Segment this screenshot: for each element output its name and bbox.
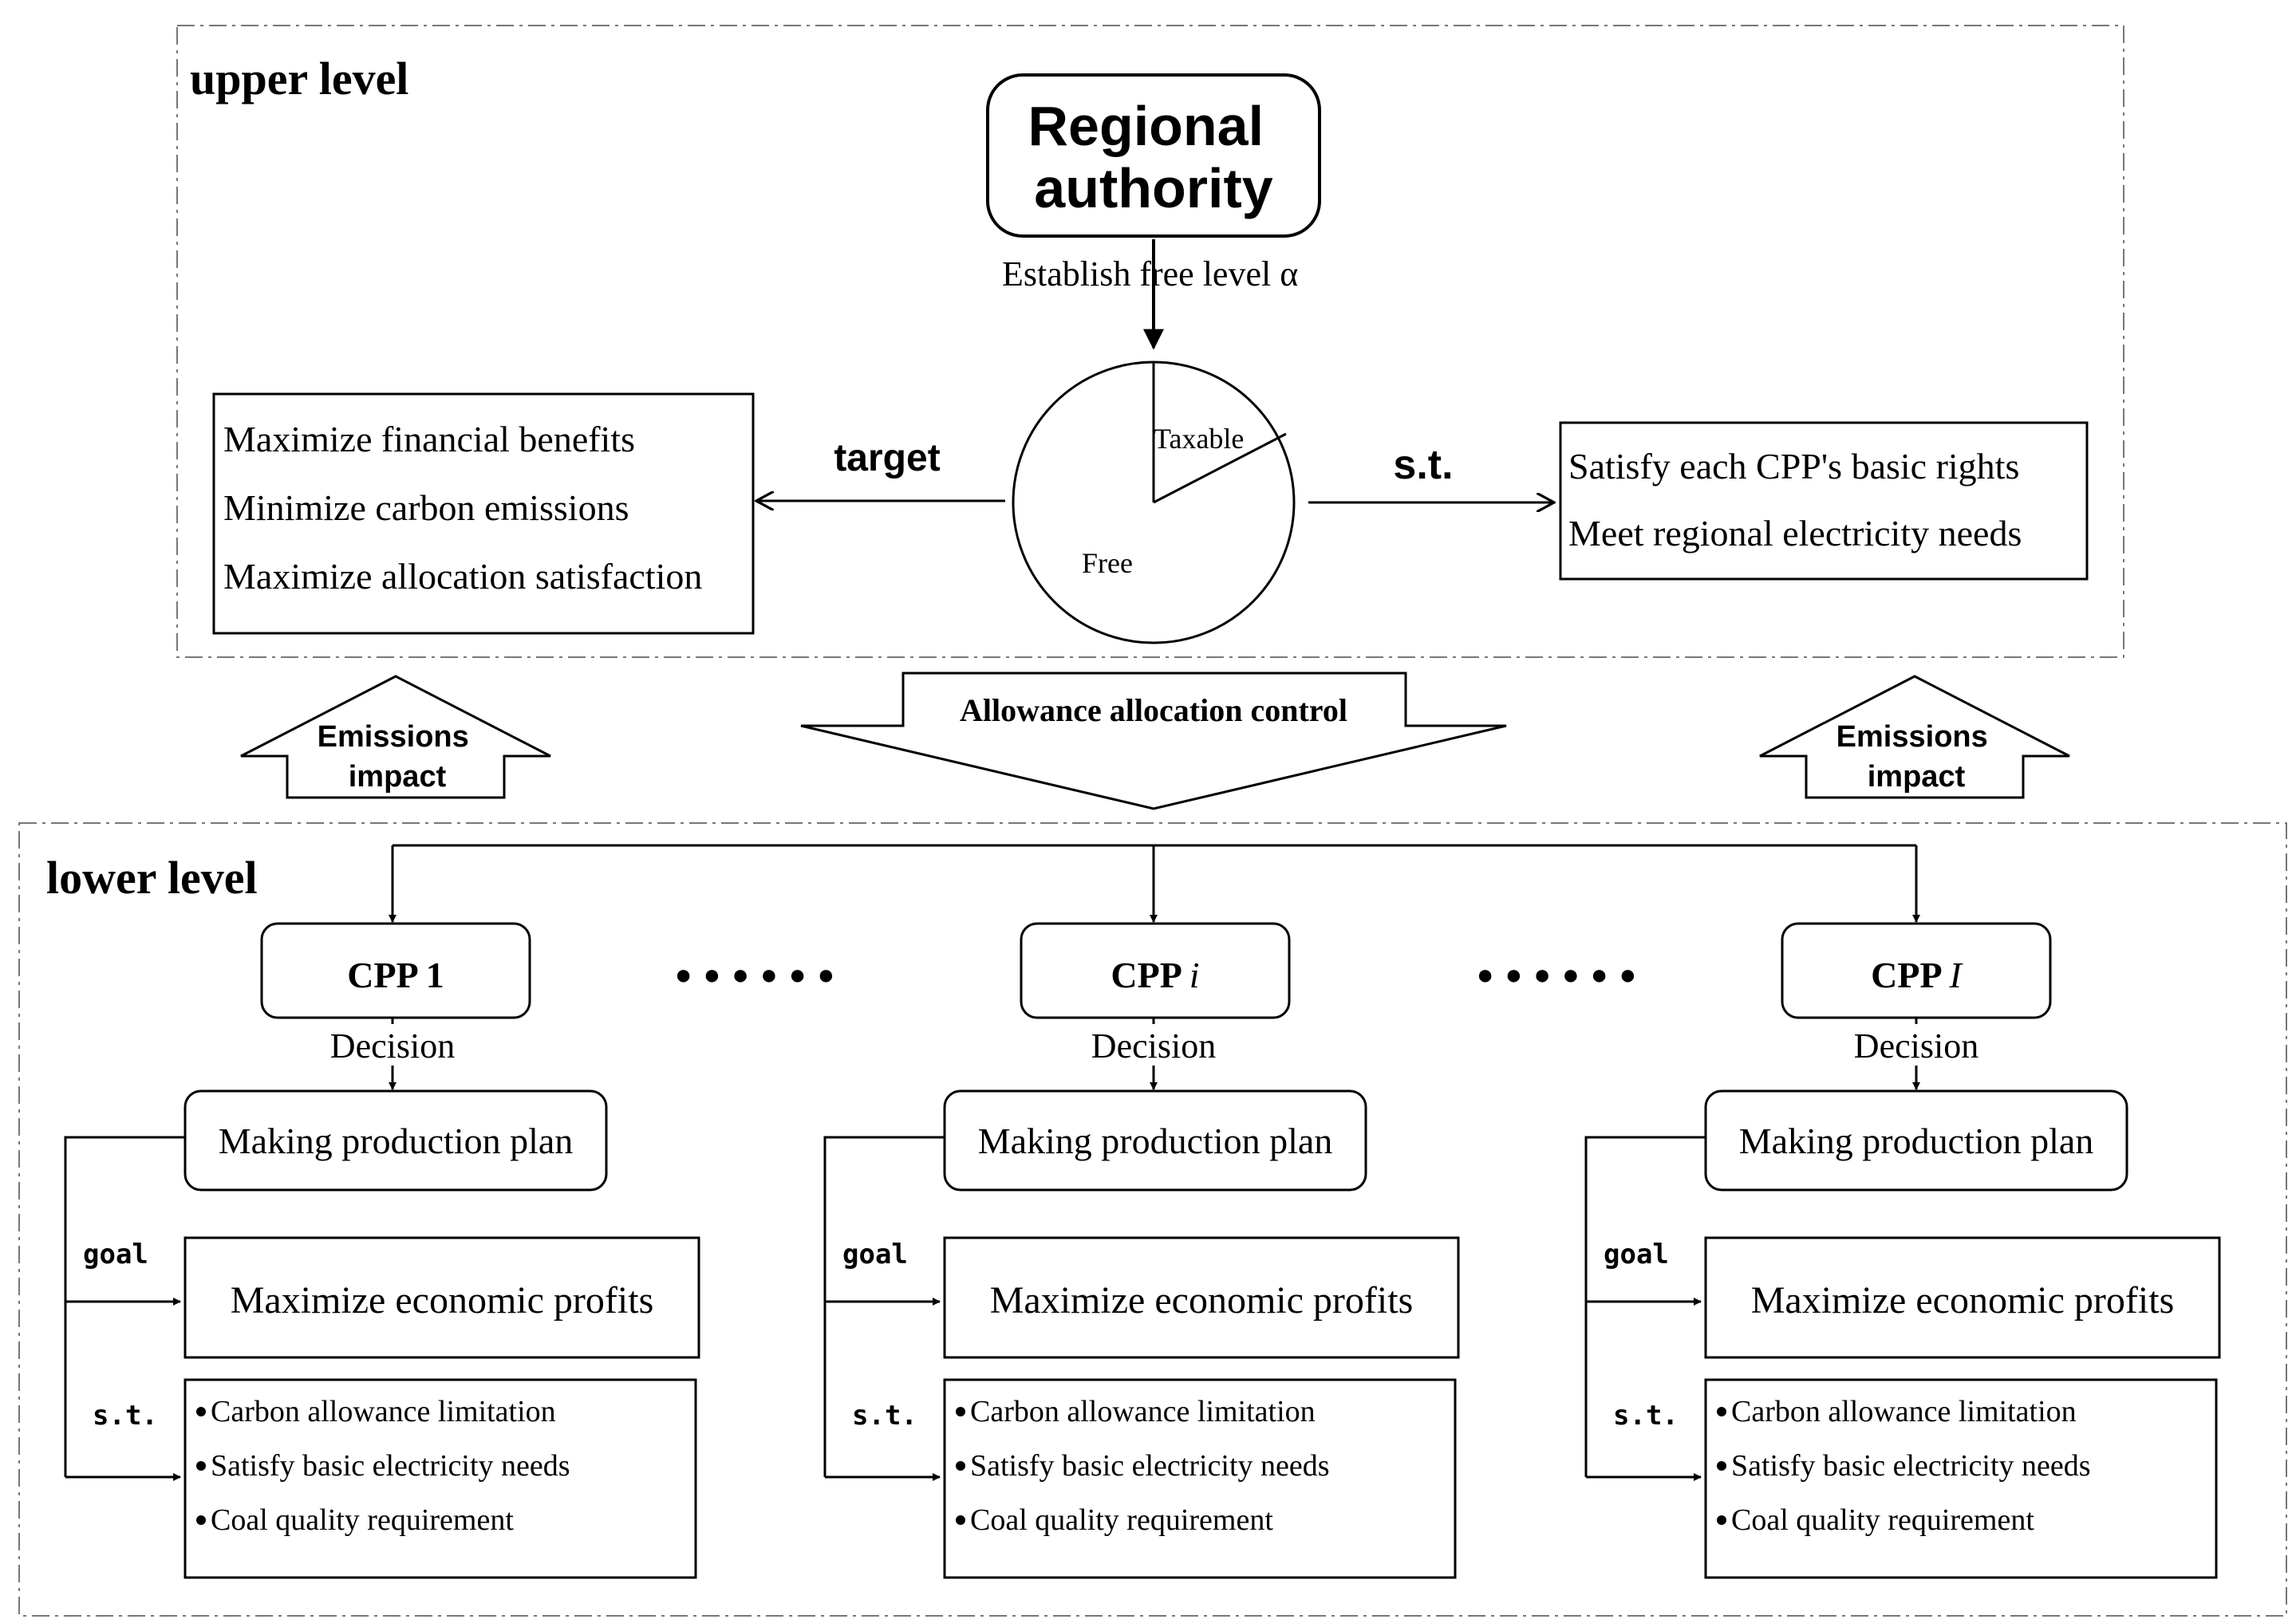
constraint-item: Coal quality requirement [970, 1503, 1273, 1537]
lower-level-region [18, 822, 2287, 1617]
cpp-title: CPP I [1871, 955, 1963, 995]
ellipsis-dots-right: ● ● ● ● ● ● [1477, 958, 1638, 991]
production-plan-label: Making production plan [219, 1121, 574, 1161]
constraint-item: Satisfy basic electricity needs [970, 1449, 1330, 1483]
bullet [956, 1407, 965, 1416]
emissions-impact-right-label: Emissions impact [1836, 720, 1997, 794]
lower-level-label: lower level [46, 852, 258, 904]
emissions-left-line2: impact [349, 760, 447, 794]
cpp-box [1020, 922, 1291, 1019]
goal-label: goal [83, 1239, 148, 1270]
emissions-impact-arrow-left [240, 675, 551, 799]
target-objective-2: Minimize carbon emissions [223, 487, 629, 528]
constraint-item: Carbon allowance limitation [211, 1395, 556, 1428]
production-plan-box [183, 1089, 608, 1192]
cpp-name: CPP [1111, 955, 1181, 995]
establish-free-level-label: Establish free level α [1002, 254, 1298, 293]
cpp-index: i [1189, 955, 1200, 995]
cpp-title: CPP i [1111, 955, 1199, 995]
cpp-column-I: CPP I Decision Making production plan go… [1584, 922, 2221, 1579]
cpp-column-i: CPP i Decision Making production plan go… [823, 922, 1460, 1579]
upper-constraint-2: Meet regional electricity needs [1568, 513, 2022, 553]
cpp-index: I [1949, 955, 1964, 995]
emissions-left-line1: Emissions [318, 720, 469, 754]
upper-st-label: s.t. [1393, 442, 1453, 488]
constraint-item: Coal quality requirement [1731, 1503, 2034, 1537]
cpp-name: CPP [347, 955, 417, 995]
production-plan-box [943, 1089, 1367, 1192]
goal-box [1704, 1236, 2221, 1359]
emissions-right-line1: Emissions [1836, 720, 1988, 754]
branch-connector [64, 1136, 185, 1477]
bullet [956, 1461, 965, 1471]
emissions-impact-arrow-right [1759, 675, 2070, 799]
target-objective-3: Maximize allocation satisfaction [223, 556, 702, 597]
bullet [956, 1515, 965, 1525]
decision-label: Decision [1091, 1026, 1216, 1066]
upper-constraints-box [1559, 421, 2089, 581]
goal-box [943, 1236, 1460, 1359]
cpp-name: CPP [1871, 955, 1941, 995]
decision-label-bg [1833, 1024, 1999, 1066]
st-label: s.t. [852, 1400, 917, 1432]
goal-box [183, 1236, 700, 1359]
cpp-index: 1 [426, 955, 444, 995]
emissions-right-line2: impact [1868, 760, 1966, 794]
upper-level-region [176, 25, 2124, 658]
emissions-impact-left-label: Emissions impact [318, 720, 478, 794]
constraint-item: Coal quality requirement [211, 1503, 514, 1537]
constraint-item: Carbon allowance limitation [970, 1395, 1316, 1428]
goal-text: Maximize economic profits [231, 1279, 654, 1322]
target-label: target [834, 437, 940, 479]
pie-taxable-label: Taxable [1154, 423, 1244, 455]
constraints-box [183, 1378, 697, 1579]
cpp-box [260, 922, 531, 1019]
production-plan-label: Making production plan [1739, 1121, 2094, 1161]
bullet [196, 1515, 206, 1525]
goal-text: Maximize economic profits [990, 1279, 1414, 1322]
goal-label: goal [842, 1239, 908, 1270]
target-objective-1: Maximize financial benefits [223, 419, 635, 459]
upper-constraint-1: Satisfy each CPP's basic rights [1568, 446, 2019, 487]
ellipsis-dots-left: ● ● ● ● ● ● [675, 958, 836, 991]
authority-line2: authority [1034, 157, 1273, 219]
constraints-box [1704, 1378, 2218, 1579]
decision-label: Decision [1854, 1026, 1978, 1066]
production-plan-label: Making production plan [978, 1121, 1333, 1161]
bullet [196, 1461, 206, 1471]
authority-line1: Regional [1028, 95, 1264, 157]
constraints-box [943, 1378, 1457, 1579]
branch-connector [1584, 1136, 1706, 1477]
upper-level-label: upper level [190, 53, 408, 104]
bullet [196, 1407, 206, 1416]
bullet [1717, 1407, 1726, 1416]
constraint-item: Carbon allowance limitation [1731, 1395, 2077, 1428]
branch-connector [823, 1136, 945, 1477]
decision-label-bg [310, 1024, 475, 1066]
goal-label: goal [1604, 1239, 1669, 1270]
pie-free-label: Free [1082, 547, 1133, 579]
constraint-item: Satisfy basic electricity needs [211, 1449, 570, 1483]
regional-authority-title: Regional authority [1028, 95, 1279, 219]
st-label: s.t. [1613, 1400, 1679, 1432]
cpp-title: CPP 1 [347, 955, 444, 995]
target-objectives-box [212, 392, 755, 635]
production-plan-box [1704, 1089, 2128, 1192]
allowance-allocation-label: Allowance allocation control [960, 692, 1347, 728]
bullet [1717, 1461, 1726, 1471]
allowance-allocation-arrow [800, 672, 1507, 810]
bullet [1717, 1515, 1726, 1525]
decision-label: Decision [330, 1026, 455, 1066]
regional-authority-box [986, 73, 1321, 238]
decision-label-bg [1071, 1024, 1237, 1066]
pie-divider-slanted [1153, 432, 1287, 504]
cpp-column-1: CPP 1 Decision Making production plan go… [64, 922, 700, 1579]
constraint-item: Satisfy basic electricity needs [1731, 1449, 2091, 1483]
st-label: s.t. [93, 1400, 158, 1432]
goal-text: Maximize economic profits [1751, 1279, 2175, 1322]
